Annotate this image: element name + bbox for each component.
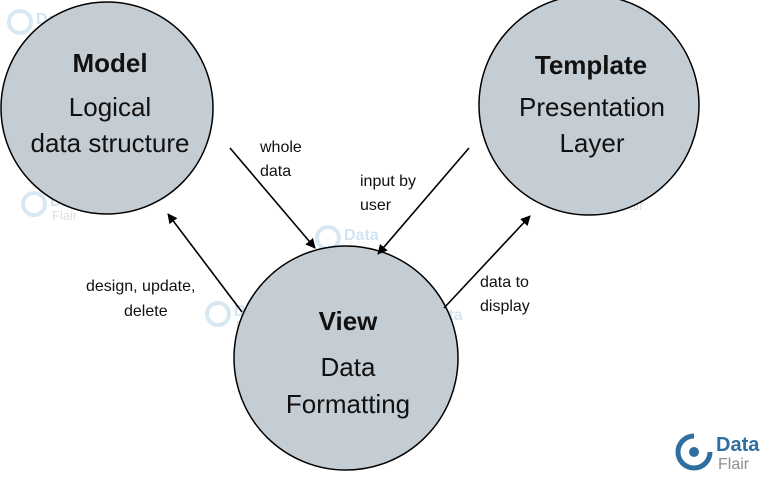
edge-label-view-to-template-line1: data to xyxy=(480,274,529,291)
edge-label-template-to-view-line1: input by xyxy=(360,173,416,190)
template-node: Template Presentation Layer xyxy=(478,0,700,216)
model-subtitle-line2: data structure xyxy=(31,128,190,158)
watermark-text: Flair xyxy=(52,208,78,223)
arrow-view-to-template xyxy=(443,215,531,309)
arrow-model-to-view xyxy=(229,147,316,249)
model-title: Model xyxy=(72,48,147,78)
arrow-view-to-model xyxy=(167,213,243,313)
edge-label-view-to-model-line1: design, update, xyxy=(86,278,195,295)
logo-icon xyxy=(689,447,699,457)
edge-label-model-to-view-line1: whole xyxy=(259,139,302,156)
arrow-template-to-view xyxy=(377,147,470,255)
template-circle xyxy=(478,0,700,216)
view-subtitle-line1: Data xyxy=(321,352,376,382)
view-node: View Data Formatting xyxy=(233,245,459,471)
logo-icon xyxy=(675,433,713,471)
edge-label-view-to-model-line2: delete xyxy=(124,303,168,320)
edge-label-template-to-view-line2: user xyxy=(360,197,392,214)
watermark-text: Data xyxy=(344,227,379,244)
dataflair-logo: Data Flair xyxy=(675,433,760,473)
template-subtitle-line2: Layer xyxy=(559,128,624,158)
template-title: Template xyxy=(535,50,647,80)
view-subtitle-line2: Formatting xyxy=(286,389,410,419)
edge-label-model-to-view-line2: data xyxy=(260,163,291,180)
view-circle xyxy=(233,245,459,471)
logo-text-line2: Flair xyxy=(718,456,750,473)
model-subtitle-line1: Logical xyxy=(69,92,151,122)
template-subtitle-line1: Presentation xyxy=(519,92,665,122)
model-node: Model Logical data structure xyxy=(0,1,214,215)
logo-text-line1: Data xyxy=(716,434,760,456)
model-circle xyxy=(0,1,214,215)
edge-label-view-to-template-line2: display xyxy=(480,298,530,315)
view-title: View xyxy=(319,306,379,336)
